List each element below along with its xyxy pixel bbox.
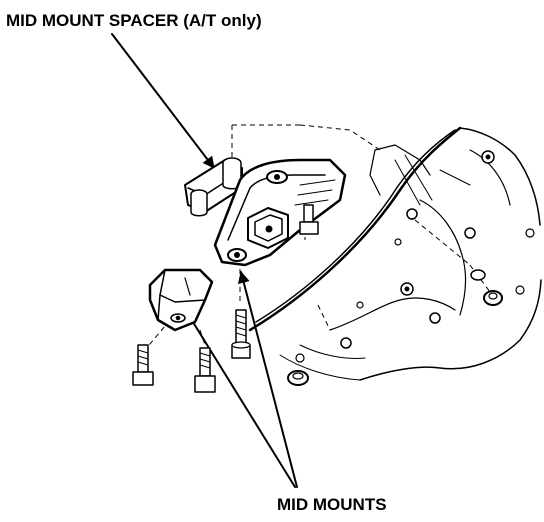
mid-mount-spacer: [184, 157, 243, 217]
mount-bolt-left: [132, 344, 154, 386]
mounts-leader-arrows: [182, 271, 298, 488]
mount-nut-right: [483, 290, 503, 306]
mount-bolt-upper: [299, 204, 319, 235]
mid-mount-bracket-upper: [213, 158, 347, 267]
mount-bolt-center: [194, 347, 216, 393]
mount-nut-lower: [287, 370, 309, 386]
mid-mount-spacer-label: MID MOUNT SPACER (A/T only): [6, 11, 262, 30]
mount-bolt-long: [231, 309, 251, 359]
mid-mounts-label: MID MOUNTS: [277, 495, 387, 514]
mid-mount-bracket-lower: [148, 268, 214, 332]
transmission-housing: [248, 126, 542, 381]
mount-washer-right: [470, 269, 486, 281]
spacer-leader-arrow: [111, 33, 215, 169]
